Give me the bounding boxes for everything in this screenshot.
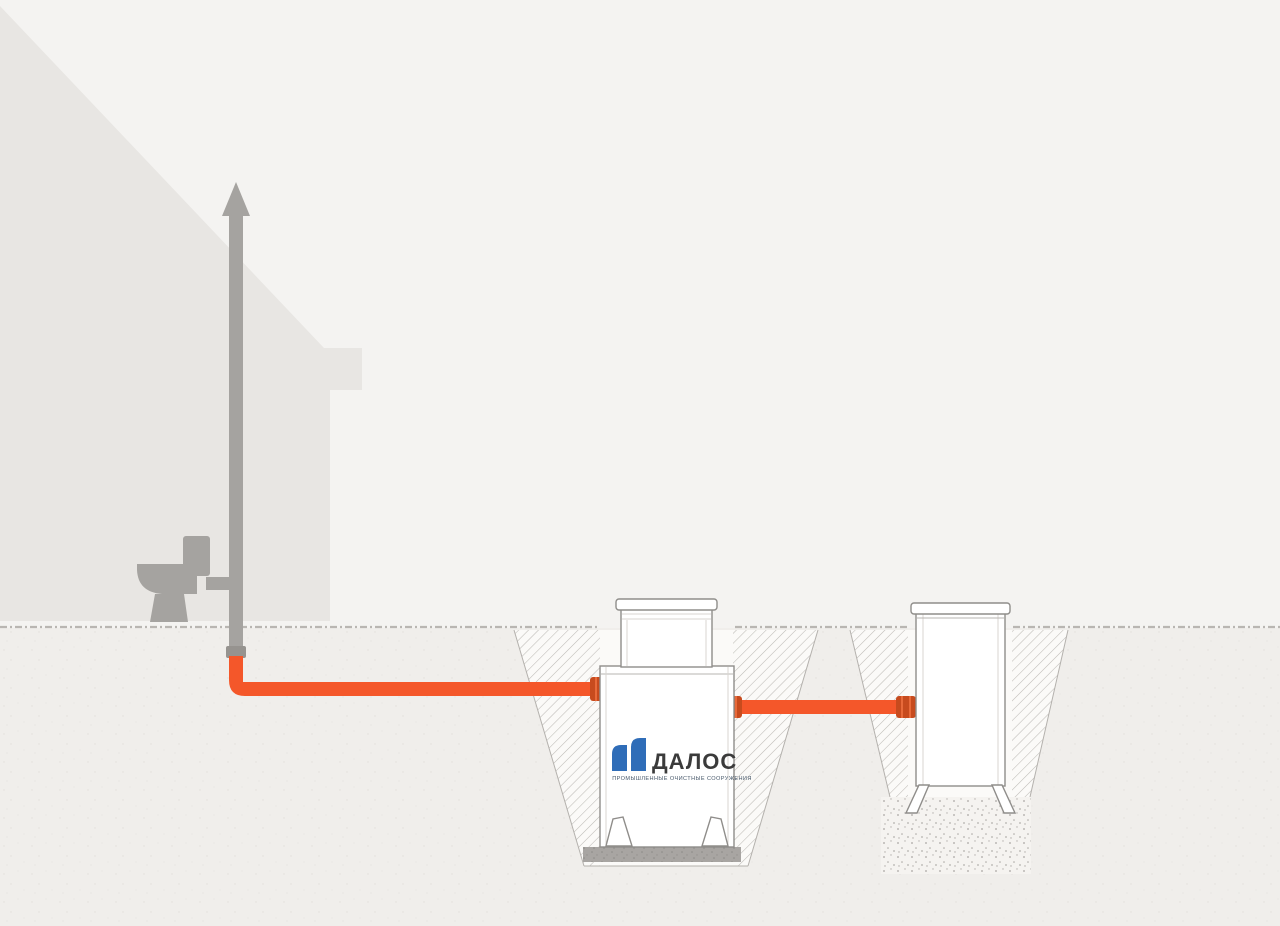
septic-tank-foot-right (701, 816, 729, 847)
gravel-pad-texture (583, 847, 741, 862)
toilet-icon (137, 536, 231, 622)
septic-tank-wall-lines (605, 667, 729, 846)
dalos-logo-right-stroke (631, 738, 646, 771)
toilet-outlet (206, 577, 231, 590)
septic-pit-hatch-right (733, 630, 818, 866)
dalos-logo-icon (612, 738, 646, 771)
well-inlet-coupling (896, 696, 916, 718)
septic-tank-neck-lines (622, 613, 711, 666)
septic-pit-outline (513, 629, 819, 867)
storage-well-corrugation (922, 612, 999, 785)
septic-tank-lid (615, 598, 718, 611)
sewer-pipe-main (229, 656, 598, 696)
well-pit-hatch-right (1012, 630, 1068, 797)
toilet-pedestal (150, 594, 188, 622)
vent-pipe (229, 214, 243, 662)
tank-brand-tagline: ПРОМЫШЛЕННЫЕ ОЧИСТНЫЕ СООРУЖЕНИЯ (612, 776, 752, 782)
septic-tank-foot-left (605, 816, 633, 847)
storage-well-lid (910, 602, 1011, 615)
storage-well (904, 602, 1017, 814)
toilet-bowl (137, 564, 197, 594)
tank-brand-label: ДАЛОС (652, 749, 737, 774)
well-inlet-coupling-ridges (901, 696, 911, 718)
sewer-pipe-overflow (731, 700, 907, 714)
storage-well-body (915, 610, 1006, 787)
storage-well-leg-left (904, 784, 931, 814)
septic-tank-neck (620, 606, 713, 668)
vent-arrow-icon (222, 182, 250, 216)
house-silhouette (0, 6, 362, 621)
storage-well-leg-right (990, 784, 1017, 814)
septic-tank: ДАЛОС ПРОМЫШЛЕННЫЕ ОЧИСТНЫЕ СООРУЖЕНИЯ (599, 598, 752, 848)
dalos-logo-left-stroke (612, 745, 627, 771)
stack-socket (226, 646, 246, 658)
